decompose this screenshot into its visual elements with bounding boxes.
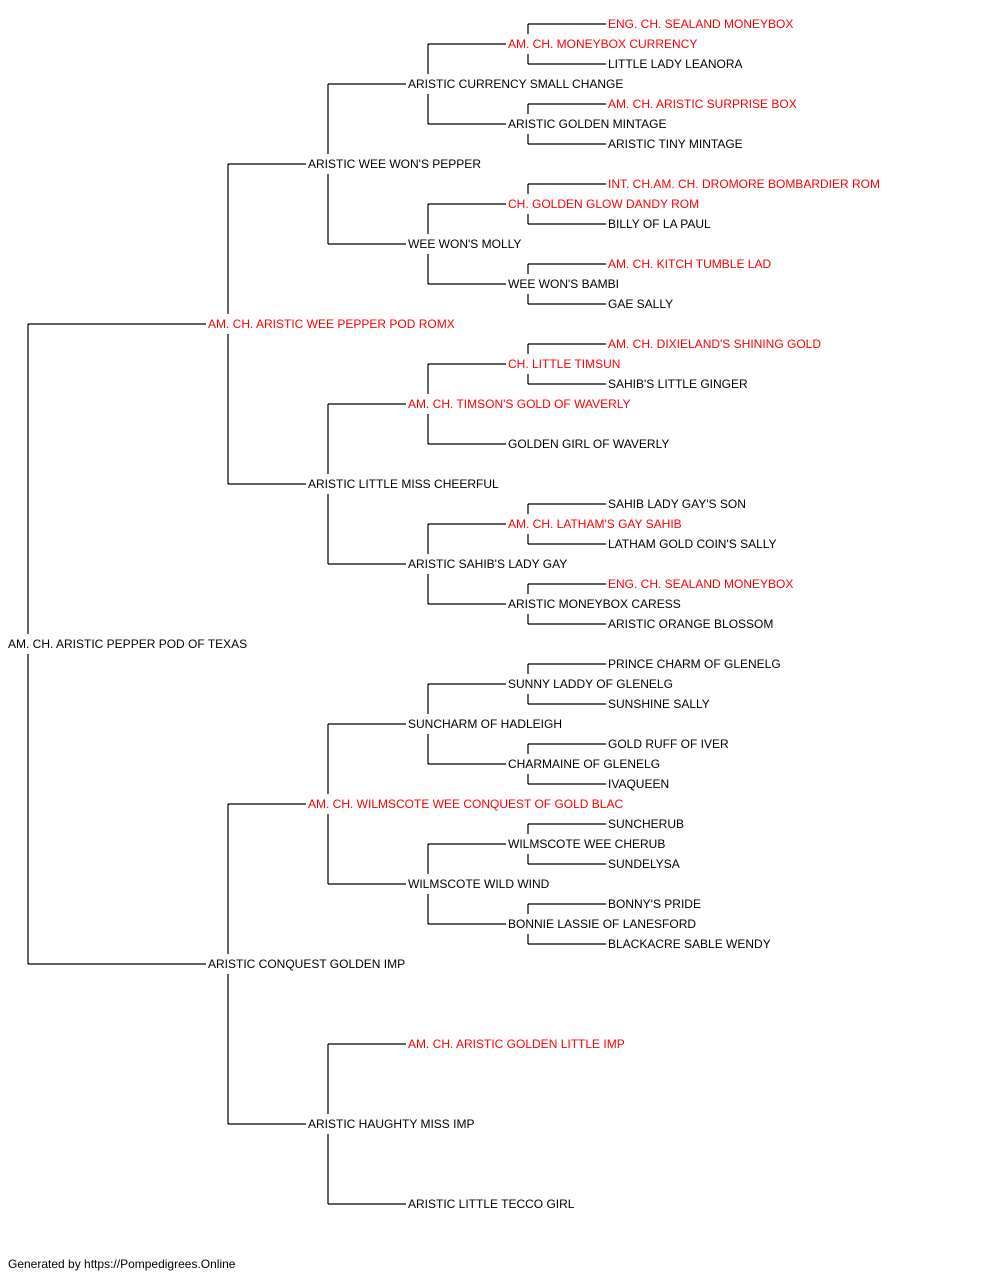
pedigree-entry-gen3: WEE WON'S MOLLY — [408, 237, 521, 251]
pedigree-entry-gen4: SUNNY LADDY OF GLENELG — [508, 677, 673, 691]
pedigree-entry-gen5: ENG. CH. SEALAND MONEYBOX — [608, 17, 793, 31]
pedigree-entry-gen0: AM. CH. ARISTIC PEPPER POD OF TEXAS — [8, 637, 247, 651]
pedigree-entry-gen3: ARISTIC SAHIB'S LADY GAY — [408, 557, 567, 571]
generated-by-footer: Generated by https://Pompedigrees.Online — [8, 1257, 236, 1271]
pedigree-entry-gen1: AM. CH. ARISTIC WEE PEPPER POD ROMX — [208, 317, 455, 331]
pedigree-entry-gen5: SAHIB'S LITTLE GINGER — [608, 377, 748, 391]
pedigree-entry-gen3: WILMSCOTE WILD WIND — [408, 877, 550, 891]
pedigree-entry-gen4: AM. CH. MONEYBOX CURRENCY — [508, 37, 697, 51]
pedigree-entry-gen4: AM. CH. LATHAM'S GAY SAHIB — [508, 517, 682, 531]
pedigree-entry-gen3: AM. CH. ARISTIC GOLDEN LITTLE IMP — [408, 1037, 625, 1051]
pedigree-entry-gen5: SUNDELYSA — [608, 857, 680, 871]
pedigree-entry-gen3: ARISTIC CURRENCY SMALL CHANGE — [408, 77, 623, 91]
pedigree-entry-gen5: AM. CH. DIXIELAND'S SHINING GOLD — [608, 337, 821, 351]
pedigree-entry-gen5: ARISTIC ORANGE BLOSSOM — [608, 617, 773, 631]
pedigree-entry-gen5: SAHIB LADY GAY'S SON — [608, 497, 746, 511]
pedigree-entry-gen3: AM. CH. TIMSON'S GOLD OF WAVERLY — [408, 397, 631, 411]
pedigree-entry-gen4: WILMSCOTE WEE CHERUB — [508, 837, 665, 851]
pedigree-labels: AM. CH. ARISTIC PEPPER POD OF TEXAS AM. C… — [8, 17, 880, 1211]
pedigree-entry-gen5: GAE SALLY — [608, 297, 673, 311]
pedigree-entry-gen2: ARISTIC WEE WON'S PEPPER — [308, 157, 481, 171]
pedigree-entry-gen4: CH. LITTLE TIMSUN — [508, 357, 620, 371]
pedigree-entry-gen5: PRINCE CHARM OF GLENELG — [608, 657, 781, 671]
pedigree-entry-gen5: BILLY OF LA PAUL — [608, 217, 711, 231]
pedigree-entry-gen5: SUNCHERUB — [608, 817, 684, 831]
pedigree-entry-gen5: INT. CH.AM. CH. DROMORE BOMBARDIER ROM — [608, 177, 880, 191]
pedigree-entry-gen4: WEE WON'S BAMBI — [508, 277, 619, 291]
pedigree-entry-gen5: ENG. CH. SEALAND MONEYBOX — [608, 577, 793, 591]
pedigree-entry-gen5: BLACKACRE SABLE WENDY — [608, 937, 771, 951]
pedigree-entry-gen4: BONNIE LASSIE OF LANESFORD — [508, 917, 696, 931]
pedigree-entry-gen2: ARISTIC HAUGHTY MISS IMP — [308, 1117, 474, 1131]
pedigree-entry-gen2: ARISTIC LITTLE MISS CHEERFUL — [308, 477, 499, 491]
pedigree-entry-gen5: AM. CH. ARISTIC SURPRISE BOX — [608, 97, 797, 111]
pedigree-entry-gen4: ARISTIC GOLDEN MINTAGE — [508, 117, 666, 131]
pedigree-entry-gen5: LITTLE LADY LEANORA — [608, 57, 743, 71]
pedigree-entry-gen5: SUNSHINE SALLY — [608, 697, 710, 711]
pedigree-entry-gen4: CHARMAINE OF GLENELG — [508, 757, 660, 771]
pedigree-entry-gen5: IVAQUEEN — [608, 777, 669, 791]
pedigree-entry-gen1: ARISTIC CONQUEST GOLDEN IMP — [208, 957, 405, 971]
pedigree-entry-gen3: ARISTIC LITTLE TECCO GIRL — [408, 1197, 575, 1211]
pedigree-entry-gen5: BONNY'S PRIDE — [608, 897, 701, 911]
pedigree-entry-gen4: ARISTIC MONEYBOX CARESS — [508, 597, 681, 611]
pedigree-entry-gen3: SUNCHARM OF HADLEIGH — [408, 717, 562, 731]
pedigree-entry-gen5: GOLD RUFF OF IVER — [608, 737, 729, 751]
pedigree-entry-gen5: AM. CH. KITCH TUMBLE LAD — [608, 257, 771, 271]
pedigree-connectors — [27, 23, 606, 1205]
pedigree-entry-gen5: ARISTIC TINY MINTAGE — [608, 137, 743, 151]
pedigree-entry-gen5: LATHAM GOLD COIN'S SALLY — [608, 537, 777, 551]
pedigree-entry-gen2: AM. CH. WILMSCOTE WEE CONQUEST OF GOLD B… — [308, 797, 623, 811]
pedigree-entry-gen4: CH. GOLDEN GLOW DANDY ROM — [508, 197, 699, 211]
pedigree-entry-gen4: GOLDEN GIRL OF WAVERLY — [508, 437, 669, 451]
